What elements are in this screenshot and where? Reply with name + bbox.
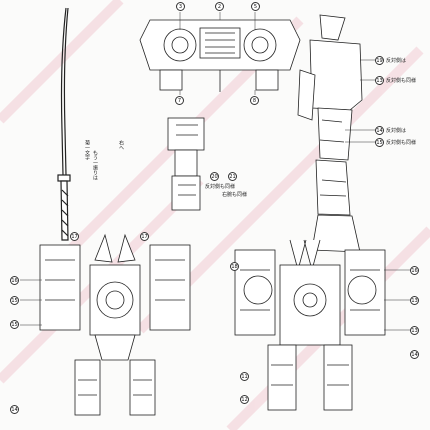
katana-label-2: もう一振りは <box>92 150 98 180</box>
part-number-8: 8 <box>250 96 259 105</box>
callout-number-21: 21 <box>228 172 237 181</box>
callout-number-13: 13 <box>375 76 384 85</box>
callout-text-14: 反対側は <box>386 128 407 134</box>
profile-figure <box>297 14 363 253</box>
part-number-2: 2 <box>215 2 224 11</box>
backpack-assembly <box>139 19 301 92</box>
callout-text-20: 反対側も同様 <box>205 184 236 190</box>
lower-left-number-15b: 15 <box>10 320 19 329</box>
front-figure-left <box>39 233 191 416</box>
lower-right-number-11: 11 <box>240 372 249 381</box>
lower-left-number-15a: 15 <box>10 296 19 305</box>
callout-number-19: 19 <box>375 56 384 65</box>
callout-number-15: 15 <box>375 138 384 147</box>
callout-number-20: 20 <box>210 172 219 181</box>
callout-text-19: 反対側は <box>386 58 407 64</box>
lower-right-number-16: 16 <box>410 266 419 275</box>
leader-lines <box>20 12 410 331</box>
part-number-5: 5 <box>251 2 260 11</box>
lower-left-number-16: 16 <box>10 276 19 285</box>
back-figure-right <box>234 239 386 411</box>
arm-assembly <box>167 117 205 211</box>
lower-left-number-17a: 17 <box>70 232 79 241</box>
lower-right-number-13a: 13 <box>410 296 419 305</box>
callout-text-21: 右腕も同様 <box>222 192 248 198</box>
lower-right-number-14: 14 <box>410 350 419 359</box>
part-number-3: 3 <box>176 2 185 11</box>
callout-text-13: 反対側も同様 <box>386 78 417 84</box>
callout-text-15: 反対側も同様 <box>386 140 417 146</box>
katana-drawing <box>57 7 71 241</box>
lower-left-number-17b: 17 <box>140 232 149 241</box>
lower-right-number-18: 18 <box>230 262 239 271</box>
lower-right-number-13b: 13 <box>410 326 419 335</box>
part-number-7: 7 <box>175 96 184 105</box>
katana-label-1: 菊一文字 <box>84 140 90 160</box>
callout-number-14: 14 <box>375 126 384 135</box>
katana-label-3: 右へ <box>118 140 124 150</box>
lower-left-number-14: 14 <box>10 405 19 414</box>
lower-right-number-12: 12 <box>240 395 249 404</box>
